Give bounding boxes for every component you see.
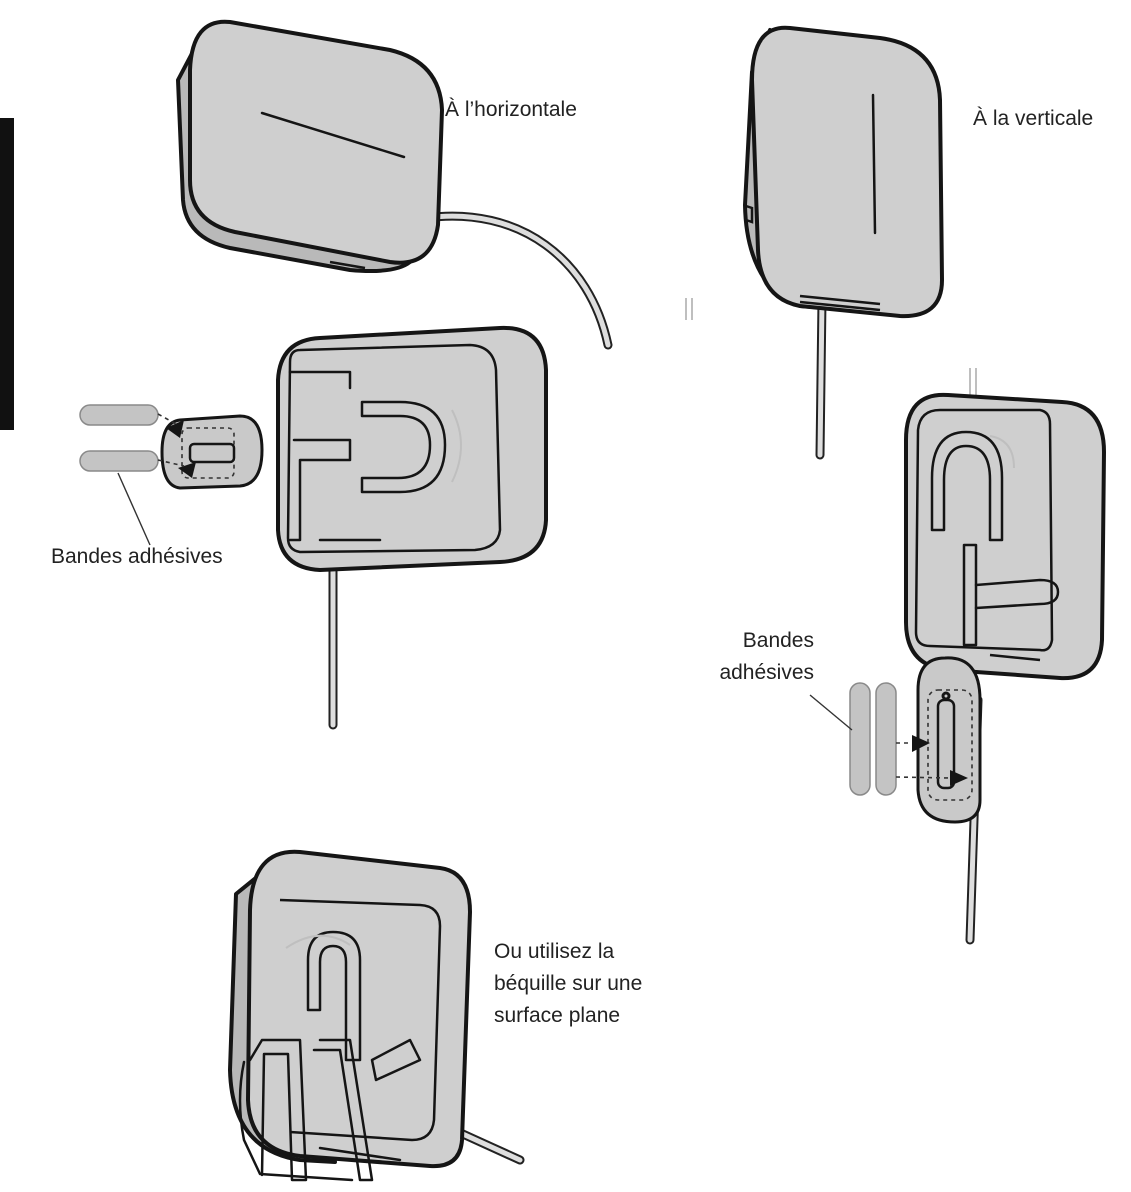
device-horizontal	[176, 19, 613, 350]
device-vertical	[743, 25, 944, 460]
label-stand-line2: béquille sur une	[494, 972, 643, 995]
adhesive-strips-right	[809, 682, 951, 796]
adhesive-plate-left	[160, 414, 264, 490]
label-adhesive-right-line2: adhésives	[719, 661, 814, 684]
label-adhesive-right: Bandes adhésives	[698, 625, 814, 689]
label-horizontal: À l’horizontale	[445, 98, 577, 121]
device-back-horizontal	[276, 325, 548, 730]
adhesive-strips-left	[79, 404, 185, 546]
label-vertical: À la verticale	[973, 107, 1094, 130]
label-stand-line1: Ou utilisez la	[494, 940, 615, 963]
label-stand: Ou utilisez la béquille sur une surface …	[494, 936, 734, 1032]
page-edge-tab	[0, 118, 14, 430]
device-on-stand	[228, 849, 525, 1182]
label-adhesive-right-line1: Bandes	[742, 629, 814, 652]
label-adhesive-left: Bandes adhésives	[51, 545, 223, 568]
device-back-vertical	[904, 392, 1106, 945]
adhesive-plate-right	[912, 656, 982, 824]
label-stand-line3: surface plane	[494, 1004, 621, 1027]
